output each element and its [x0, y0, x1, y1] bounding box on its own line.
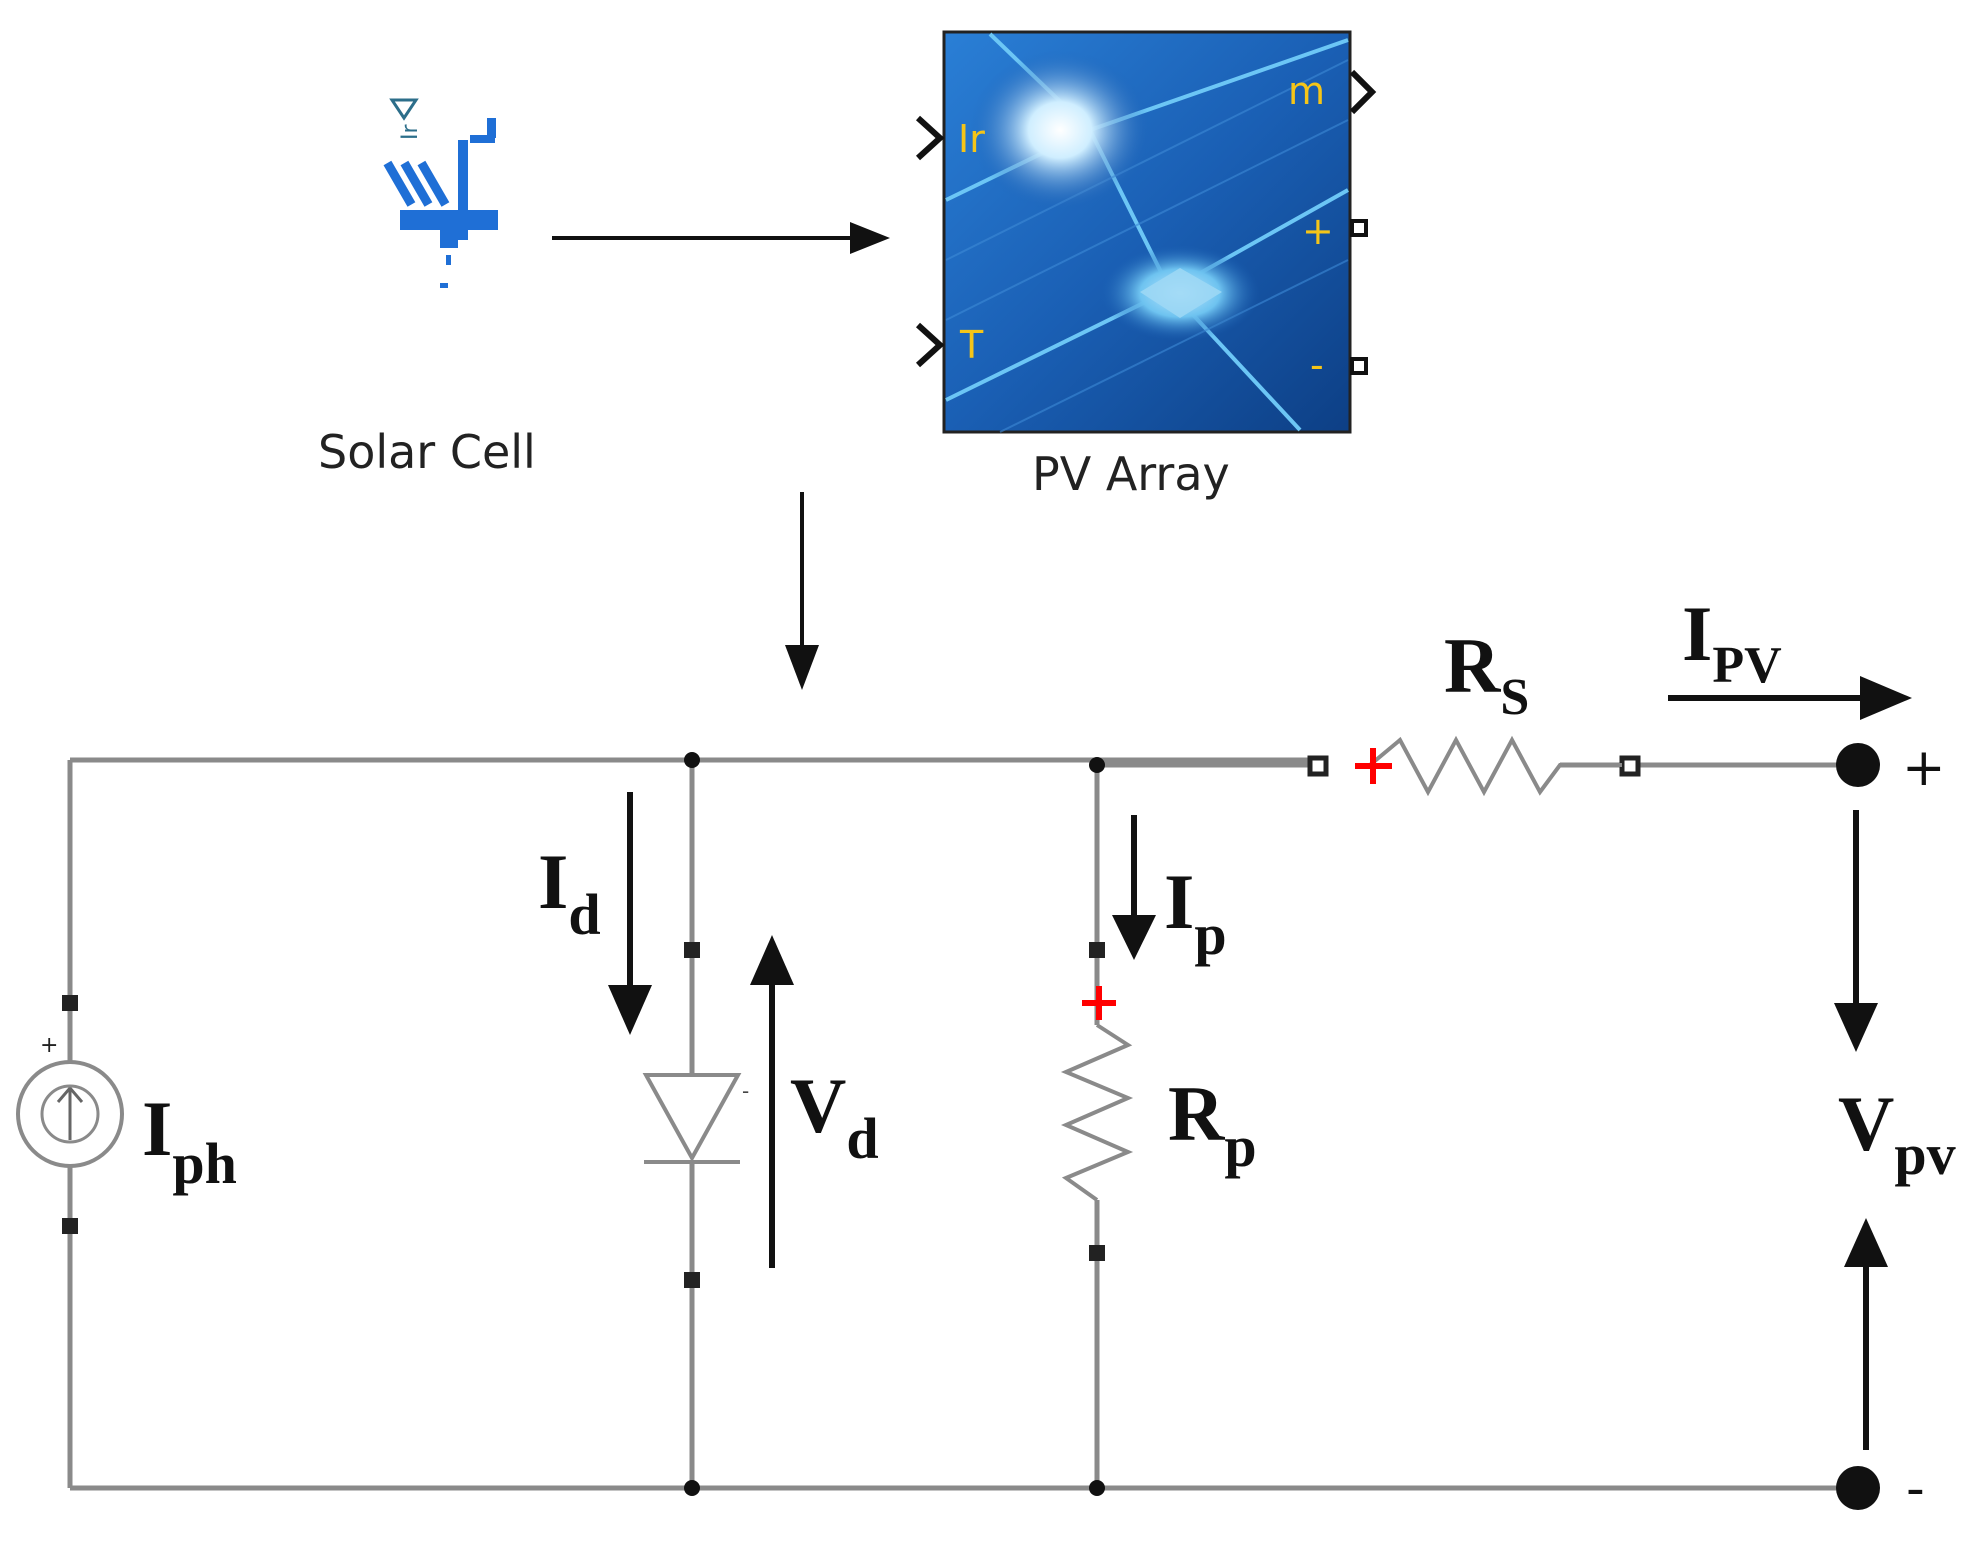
arrow-vpv-up — [1844, 1218, 1888, 1450]
diode-minus-mark: - — [742, 1079, 749, 1103]
output-terminal-plus[interactable]: + — [1836, 738, 1946, 798]
port-minus-terminal[interactable] — [1350, 357, 1368, 375]
label-ip: Ip — [1164, 858, 1227, 967]
current-source-iph[interactable]: + — [16, 995, 124, 1234]
label-vpv: Vpv — [1838, 1080, 1956, 1187]
terminal-minus-sign: - — [1906, 1459, 1925, 1519]
label-vd: Vd — [790, 1062, 879, 1171]
output-terminal-minus[interactable]: - — [1836, 1459, 1925, 1519]
pv-array-block[interactable]: Ir T m + - PV Array — [915, 30, 1377, 501]
label-id: Id — [538, 838, 601, 947]
resistor-rs[interactable] — [1307, 735, 1641, 797]
port-m-label: m — [1288, 69, 1325, 113]
panel-sheen — [945, 59, 1349, 433]
solar-cell-label: Solar Cell — [318, 425, 536, 479]
arrow-vpv-down — [1834, 810, 1878, 1052]
pv-array-label: PV Array — [1032, 447, 1230, 501]
source-plus-mark: + — [40, 1033, 58, 1058]
solar-to-array-arrow — [552, 222, 890, 254]
panel-glare-1 — [970, 50, 1150, 210]
rs-polarity-plus — [1355, 748, 1392, 784]
junction-dots — [684, 752, 1105, 1496]
label-rp: Rp — [1168, 1070, 1257, 1179]
label-rs: RS — [1444, 622, 1529, 726]
label-ipv: IPV — [1682, 590, 1782, 694]
circuit-wires — [67, 757, 1858, 1491]
port-m-chevron[interactable] — [1349, 69, 1377, 115]
label-iph: Iph — [142, 1085, 237, 1196]
port-ir-label: Ir — [958, 117, 985, 161]
arrow-vd — [750, 935, 794, 1268]
port-t-chevron[interactable] — [915, 322, 945, 368]
arrow-ip — [1112, 815, 1156, 960]
solar-cell-port-label: Ir — [398, 124, 423, 140]
arrow-ipv — [1668, 676, 1912, 720]
port-ir-chevron[interactable] — [915, 115, 945, 161]
rp-polarity-plus — [1082, 986, 1116, 1020]
port-t-label: T — [959, 323, 984, 367]
terminal-plus-sign: + — [1902, 738, 1946, 798]
resistor-rp[interactable] — [1060, 942, 1134, 1261]
arrow-id — [608, 792, 652, 1035]
port-plus-terminal[interactable] — [1350, 219, 1368, 237]
port-plus-label: + — [1302, 209, 1334, 253]
port-minus-label: - — [1310, 343, 1324, 387]
solar-cell-block[interactable]: Ir Solar Cell — [318, 98, 536, 479]
panel-glare-diamond — [1140, 268, 1222, 318]
array-to-circuit-arrow — [785, 492, 819, 690]
solar-cell-icon — [383, 98, 498, 288]
diode[interactable]: - — [642, 942, 749, 1288]
